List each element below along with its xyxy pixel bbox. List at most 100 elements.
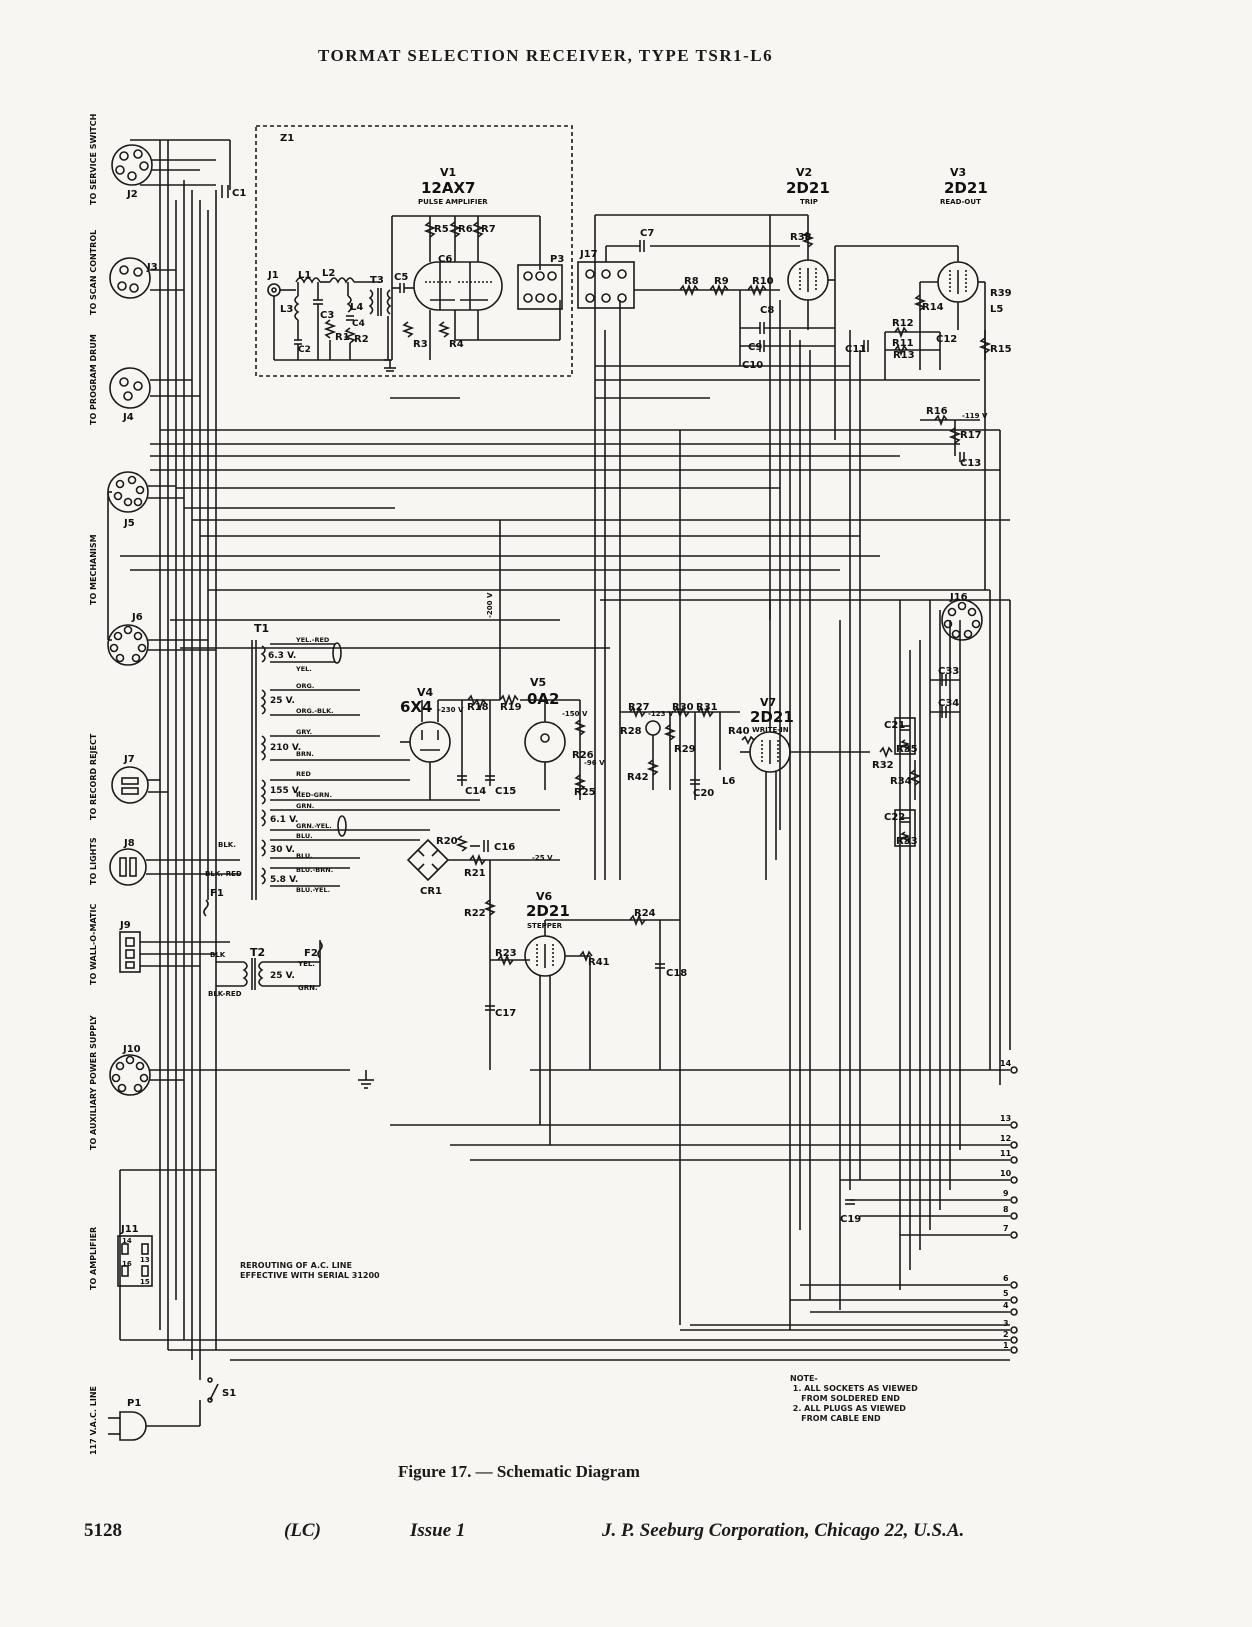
t1-wire-org-blk: ORG.-BLK. <box>296 707 334 715</box>
line-blk-red: BLK.-RED <box>205 870 242 878</box>
t1-label: T1 <box>254 622 269 635</box>
v2-ref: V2 <box>796 166 812 179</box>
c19-label: C19 <box>840 1214 861 1225</box>
r2-label: R2 <box>354 334 369 345</box>
footer-company: J. P. Seeburg Corporation, Chicago 22, U… <box>602 1520 965 1541</box>
r20-label: R20 <box>436 836 458 847</box>
t1-wire-grn: GRN. <box>296 802 314 810</box>
t1-wire-blu: BLU. <box>296 832 313 840</box>
v6-role: STEPPER <box>527 922 563 930</box>
r17-label: R17 <box>960 430 982 441</box>
capacitor-c1 <box>221 185 229 198</box>
resistor-r41 <box>579 950 593 963</box>
r5-label: R5 <box>434 224 449 235</box>
c9-label: C9 <box>748 342 762 353</box>
tube-v7 <box>740 600 870 880</box>
capacitors-c8-c10 <box>739 290 835 366</box>
c14-label: C14 <box>465 786 486 797</box>
r39-label: R39 <box>990 288 1012 299</box>
inductor-l4 <box>346 282 354 321</box>
cr1-label: CR1 <box>420 886 442 897</box>
r22-c17-network <box>483 860 530 1070</box>
t1-winding-30v: 30 V. <box>270 845 295 855</box>
r11-label: R11 <box>892 338 914 349</box>
r6-label: R6 <box>458 224 473 235</box>
r21-label: R21 <box>464 868 486 879</box>
f1-label: F1 <box>210 888 224 899</box>
s1-label: S1 <box>222 1388 236 1399</box>
c6-label: C6 <box>438 254 452 265</box>
c3-label: C3 <box>320 310 334 321</box>
j11-pin-16: 16 <box>122 1260 132 1268</box>
resistors-r25-r26 <box>573 700 587 800</box>
l3-label: L3 <box>280 304 293 315</box>
label-lights: TO LIGHTS <box>89 837 98 885</box>
r4-label: R4 <box>449 339 464 350</box>
c2-label: C2 <box>298 345 311 355</box>
transformer-t1 <box>251 640 560 900</box>
t1-wire-gry: GRY. <box>296 728 312 736</box>
j16-label: J16 <box>949 592 968 603</box>
t1-winding-5-8v: 5.8 V. <box>270 875 298 885</box>
c34-label: C34 <box>938 698 959 709</box>
v3-ref: V3 <box>950 166 966 179</box>
line-blk-red-2: BLK-RED <box>208 990 242 998</box>
write-in-network <box>620 705 740 800</box>
j1-label: J1 <box>267 270 279 281</box>
r28-label: R28 <box>620 726 642 737</box>
resistor-r1 <box>323 319 337 360</box>
resistor-chain-r8-r10 <box>679 283 767 297</box>
t2-label: T2 <box>250 946 265 959</box>
connector-j5 <box>107 471 184 513</box>
r23-label: R23 <box>495 948 517 959</box>
p1-label: P1 <box>127 1398 141 1409</box>
socket-j17 <box>577 240 800 309</box>
r14-label: R14 <box>922 302 944 313</box>
t2-winding: 25 V. <box>270 971 295 981</box>
jack-j1 <box>267 283 390 361</box>
r31-label: R31 <box>696 702 718 713</box>
v96-label: -96 V <box>584 759 605 767</box>
bottom-bus-wires <box>119 1069 1010 1361</box>
j9-label: J9 <box>119 920 131 931</box>
r19-label: R19 <box>500 702 522 713</box>
connector-j9 <box>119 931 230 973</box>
j2-label: J2 <box>126 189 138 200</box>
plug-p1 <box>108 1400 201 1441</box>
label-mechanism: TO MECHANISM <box>89 534 98 605</box>
t1-winding-6-3v: 6.3 V. <box>268 651 296 661</box>
horizontal-cable-runs <box>120 365 1010 649</box>
j3-label: J3 <box>146 262 158 273</box>
t1-wire-red-grn: RED-GRN. <box>296 791 332 799</box>
r32-label: R32 <box>872 760 894 771</box>
c22-label: C22 <box>884 812 905 823</box>
v4-ref: V4 <box>417 686 434 699</box>
j11-pin-14: 14 <box>122 1237 132 1245</box>
r7-label: R7 <box>481 224 496 235</box>
label-scan-control: TO SCAN CONTROL <box>89 230 98 315</box>
capacitor-c19 <box>845 1199 855 1205</box>
label-wall-o-matic: TO WALL-O-MATIC <box>89 904 98 985</box>
resistor-r6 <box>448 221 462 238</box>
terminal-9: 9 <box>1003 1189 1009 1198</box>
v2-role: TRIP <box>800 198 818 206</box>
v2-type: 2D21 <box>786 179 830 197</box>
c10-label: C10 <box>742 360 763 371</box>
c20-label: C20 <box>693 788 714 799</box>
c1-label: C1 <box>232 188 246 199</box>
r15-label: R15 <box>990 344 1012 355</box>
label-amplifier: TO AMPLIFIER <box>89 1227 98 1290</box>
r24-c18 <box>629 913 665 1070</box>
terminal-5: 5 <box>1003 1289 1009 1298</box>
v3-type: 2D21 <box>944 179 988 197</box>
r26-label: R26 <box>572 750 594 761</box>
tube-v4 <box>400 699 500 800</box>
r20-r21-c16 <box>448 835 560 867</box>
resistor-r4 <box>437 321 451 338</box>
j4-label: J4 <box>122 412 134 423</box>
terminal-2: 2 <box>1003 1330 1009 1339</box>
rectifier-cr1 <box>406 838 450 882</box>
terminal-8: 8 <box>1003 1205 1009 1214</box>
line-blk-2: BLK <box>210 951 226 959</box>
terminal-13: 13 <box>1000 1114 1011 1123</box>
